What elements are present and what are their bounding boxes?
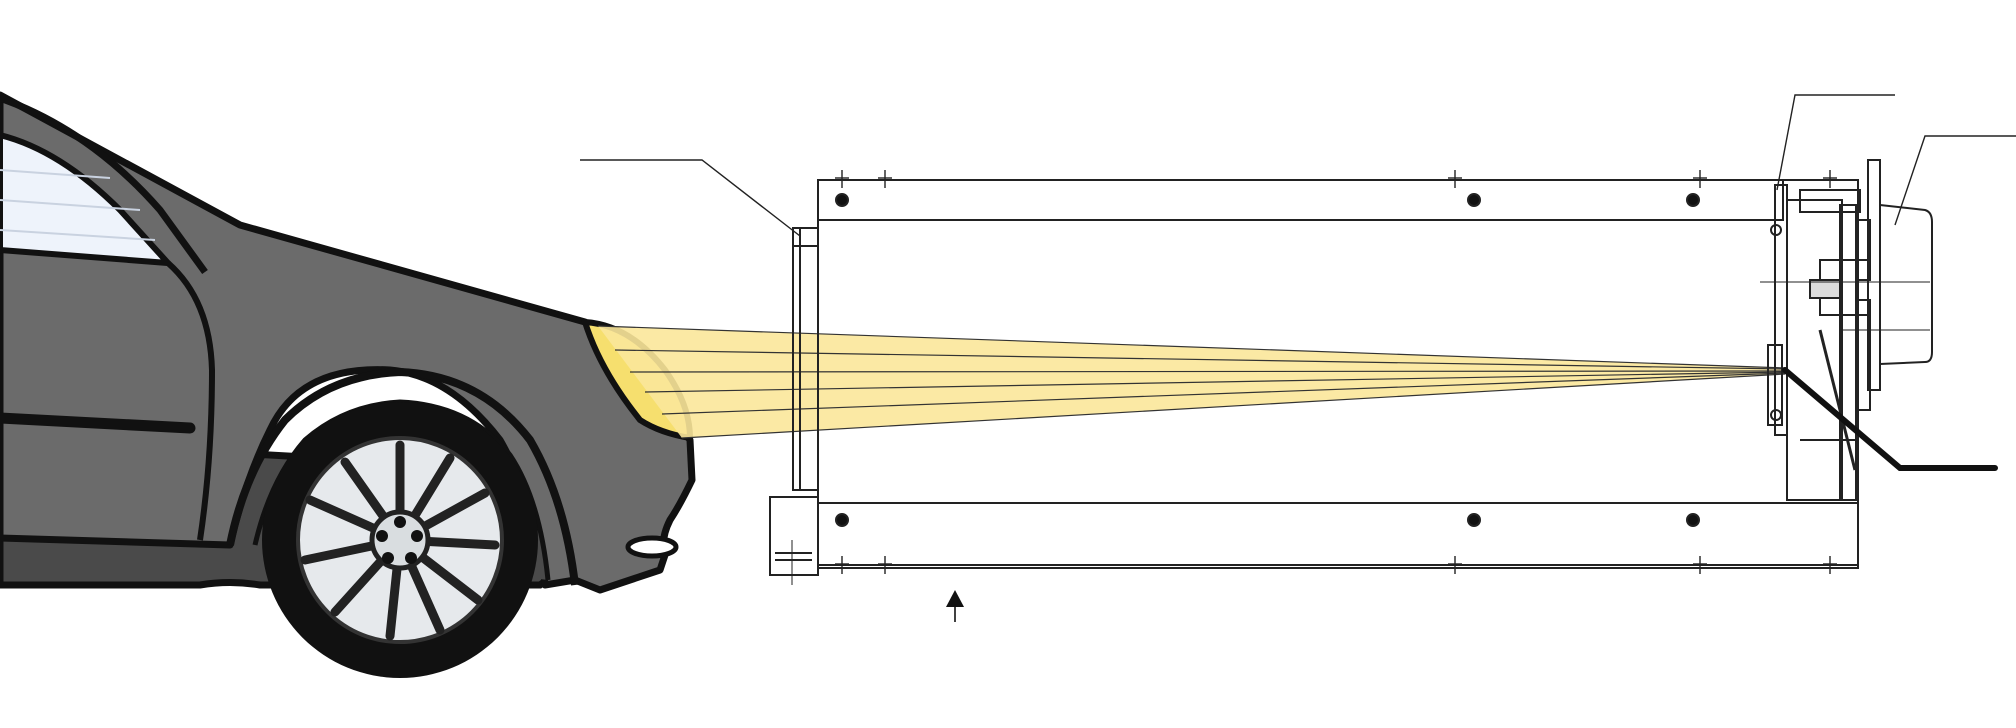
rear-assembly bbox=[1760, 184, 1930, 501]
leader-lines bbox=[580, 94, 2016, 237]
window-glare bbox=[0, 229, 156, 241]
window-glare bbox=[0, 169, 111, 179]
tick-marks bbox=[835, 170, 1837, 574]
top-rail bbox=[817, 179, 1784, 221]
wheel-icon bbox=[262, 402, 538, 678]
bottom-rail bbox=[817, 502, 1859, 566]
car-roof bbox=[0, 94, 208, 275]
arrow-up-icon bbox=[946, 590, 964, 622]
output-cable bbox=[1782, 367, 1998, 471]
car-wheel-arch bbox=[226, 367, 579, 586]
car-door-line bbox=[166, 260, 216, 541]
fog-light bbox=[625, 535, 679, 559]
car-icon bbox=[0, 91, 696, 678]
rail-screws bbox=[835, 193, 1700, 527]
light-beam bbox=[597, 325, 1786, 439]
car-window bbox=[0, 131, 176, 267]
window-glare bbox=[0, 199, 141, 211]
camera-icon bbox=[1867, 159, 1933, 391]
car-door-trim bbox=[0, 412, 196, 434]
aiming-device-drawing bbox=[580, 94, 2016, 585]
front-foot bbox=[769, 496, 819, 576]
